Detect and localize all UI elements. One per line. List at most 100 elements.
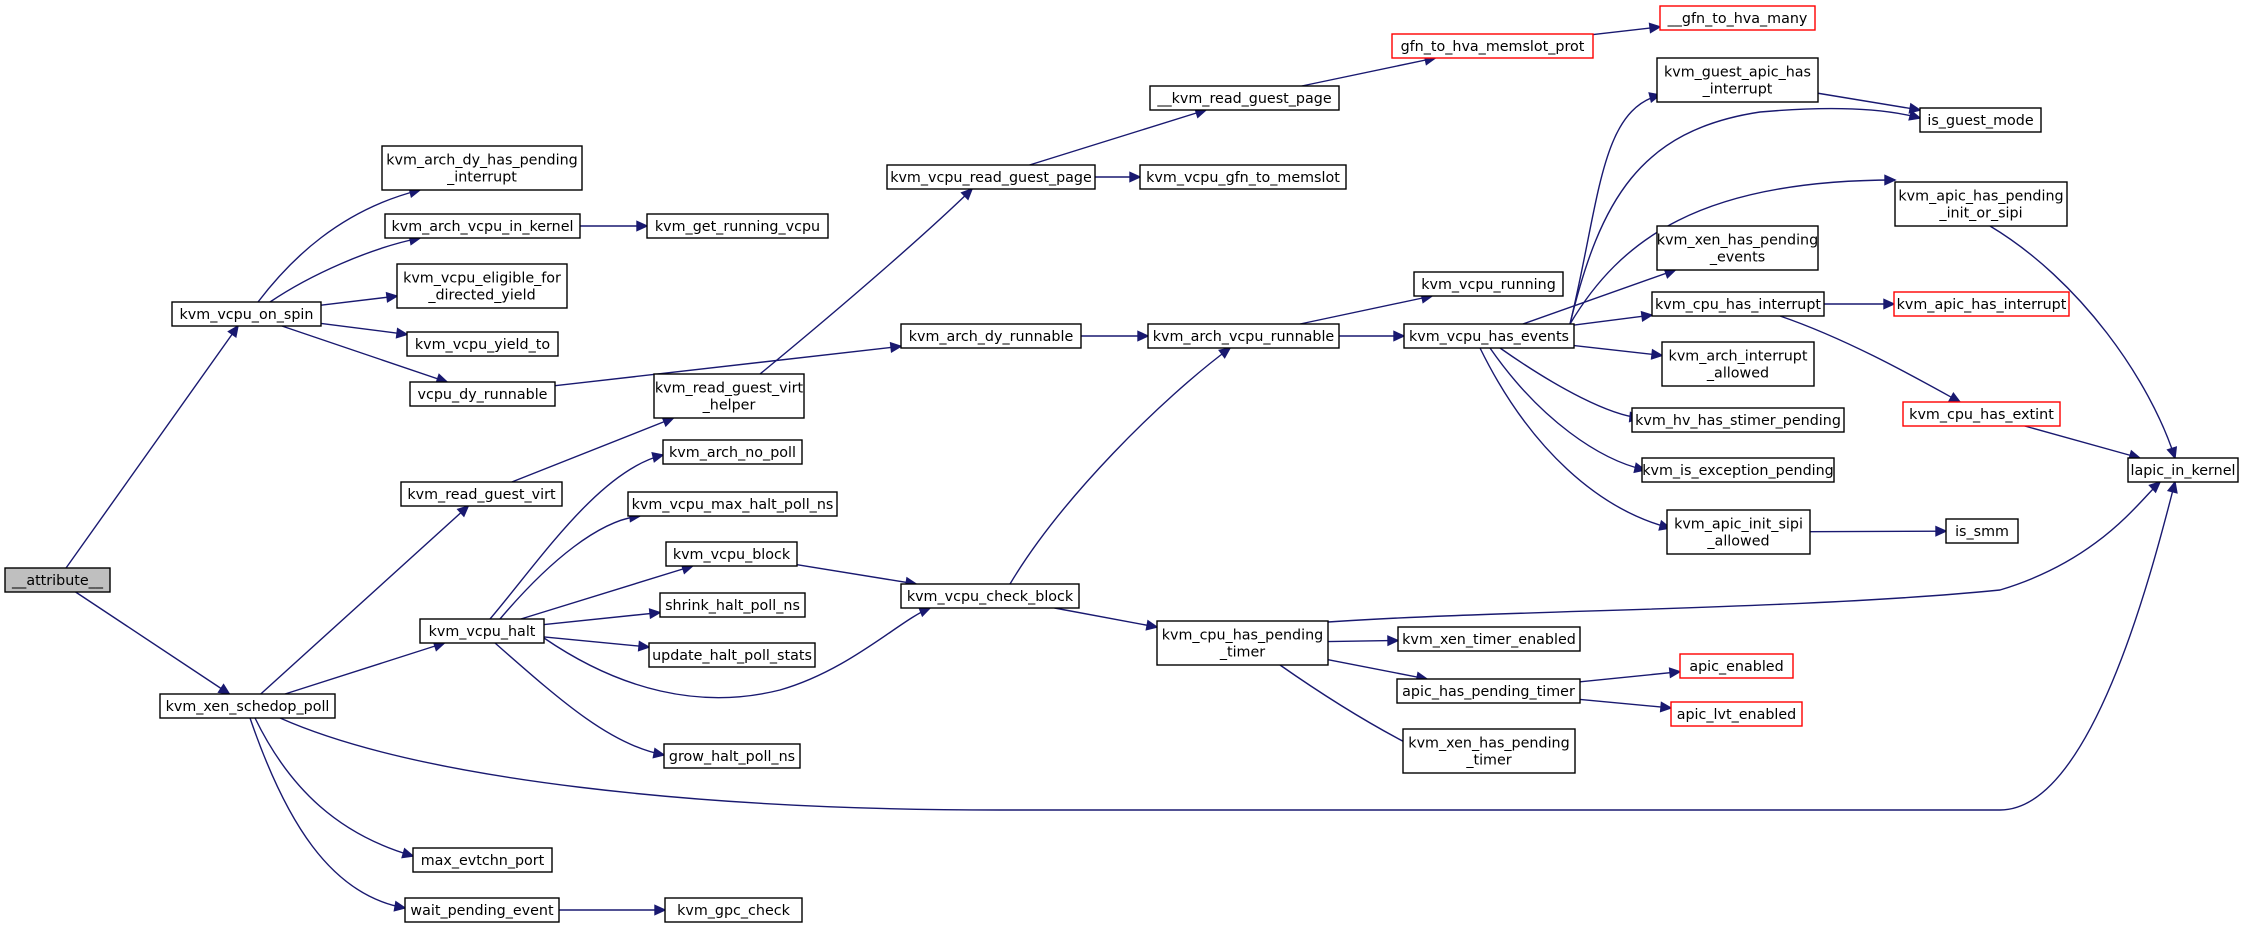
node-kvm-read-guest-virt-helper[interactable]: kvm_read_guest_virt_helper bbox=[653, 373, 805, 419]
node-kvm-guest-apic-has-interrupt[interactable]: kvm_guest_apic_has_interrupt bbox=[1656, 57, 1819, 103]
edge-line bbox=[1327, 481, 2161, 623]
node-kvm-read-guest-page[interactable]: __kvm_read_guest_page bbox=[1149, 85, 1340, 111]
arrowhead bbox=[1908, 102, 1922, 114]
node-kvm-apic-has-interrupt[interactable]: kvm_apic_has_interrupt bbox=[1893, 291, 2070, 317]
node-kvm-vcpu-gfn-to-memslot[interactable]: kvm_vcpu_gfn_to_memslot bbox=[1139, 164, 1347, 190]
node-kvm-vcpu-eligible-for-directed-yield[interactable]: kvm_vcpu_eligible_for_directed_yield bbox=[396, 263, 568, 309]
node-kvm-gpc-check[interactable]: kvm_gpc_check bbox=[664, 897, 803, 923]
node-box bbox=[1679, 653, 1794, 679]
node-kvm-apic-has-pending-init-or-sipi[interactable]: kvm_apic_has_pending_init_or_sipi bbox=[1894, 181, 2068, 227]
node-kvm-vcpu-check-block[interactable]: kvm_vcpu_check_block bbox=[900, 583, 1080, 609]
node-kvm-vcpu-read-guest-page[interactable]: kvm_vcpu_read_guest_page bbox=[886, 164, 1096, 190]
node-kvm-vcpu-halt[interactable]: kvm_vcpu_halt bbox=[419, 618, 545, 644]
node-kvm-hv-has-stimer-pending[interactable]: kvm_hv_has_stimer_pending bbox=[1631, 407, 1845, 433]
node-box bbox=[1391, 33, 1594, 59]
node-box bbox=[886, 164, 1096, 190]
edge-line bbox=[489, 454, 664, 620]
edge-line bbox=[75, 591, 230, 695]
node-kvm-vcpu-block[interactable]: kvm_vcpu_block bbox=[665, 541, 798, 567]
node-apic-enabled[interactable]: apic_enabled bbox=[1679, 653, 1794, 679]
node-attribute--[interactable]: __attribute__ bbox=[4, 567, 111, 593]
node-layer: __attribute__ kvm_vcpu_on_spin kvm_arch_dy… bbox=[4, 5, 2239, 923]
edge-n_has_events-to-n_init_sipi bbox=[1479, 347, 1672, 531]
node-label: _interrupt bbox=[1702, 82, 1773, 98]
node-kvm-get-running-vcpu[interactable]: kvm_get_running_vcpu bbox=[646, 213, 829, 239]
node-kvm-arch-dy-runnable[interactable]: kvm_arch_dy_runnable bbox=[900, 323, 1082, 349]
node-label: kvm_cpu_has_extint bbox=[1909, 407, 2054, 423]
edge-n_cpu_pending_timer-to-n_apic_pending_timer bbox=[1327, 658, 1429, 683]
node-box bbox=[1670, 701, 1803, 727]
edge-line bbox=[1779, 315, 1961, 403]
edge-line bbox=[1573, 344, 1663, 357]
node-kvm-vcpu-running[interactable]: kvm_vcpu_running bbox=[1413, 271, 1564, 297]
node-box bbox=[1919, 107, 2042, 133]
node-is-smm[interactable]: is_smm bbox=[1945, 518, 2019, 544]
edge-root-to-n_schedop bbox=[75, 591, 231, 695]
node-max-evtchn-port[interactable]: max_evtchn_port bbox=[412, 847, 553, 873]
node-kvm-xen-has-pending-timer[interactable]: kvm_xen_has_pending_timer bbox=[1402, 728, 1576, 774]
node-label: kvm_get_running_vcpu bbox=[655, 219, 820, 235]
node-gfn-to-hva-many[interactable]: __gfn_to_hva_many bbox=[1659, 5, 1816, 31]
edge-n_read_virt-to-n_read_virt_h bbox=[511, 416, 676, 483]
node-label: kvm_arch_vcpu_runnable bbox=[1153, 329, 1335, 345]
node-wait-pending-event[interactable]: wait_pending_event bbox=[404, 897, 560, 923]
node-box bbox=[646, 213, 829, 239]
edge-line bbox=[543, 636, 650, 648]
arrowhead bbox=[1935, 525, 1948, 537]
node-is-guest-mode[interactable]: is_guest_mode bbox=[1919, 107, 2042, 133]
node-kvm-apic-init-sipi-allowed[interactable]: kvm_apic_init_sipi_allowed bbox=[1666, 509, 1811, 555]
edge-n_apic_pending_timer-to-n_apic_enabled bbox=[1579, 667, 1682, 683]
node-label: kvm_xen_schedop_poll bbox=[166, 699, 330, 715]
node-kvm-arch-no-poll[interactable]: kvm_arch_no_poll bbox=[662, 439, 803, 465]
edge-line bbox=[1573, 314, 1653, 326]
edge-n_spin-to-n_yield_to bbox=[320, 322, 409, 339]
node-box bbox=[2127, 457, 2239, 483]
node-label: kvm_arch_dy_has_pending bbox=[386, 153, 577, 169]
node-lapic-in-kernel[interactable]: lapic_in_kernel bbox=[2127, 457, 2239, 483]
edge-line bbox=[543, 607, 931, 699]
node-grow-halt-poll-ns[interactable]: grow_halt_poll_ns bbox=[663, 743, 801, 769]
node-kvm-vcpu-on-spin[interactable]: kvm_vcpu_on_spin bbox=[171, 301, 322, 327]
node-kvm-arch-vcpu-in-kernel[interactable]: kvm_arch_vcpu_in_kernel bbox=[384, 213, 581, 239]
node-kvm-read-guest-virt[interactable]: kvm_read_guest_virt bbox=[400, 481, 563, 507]
node-box bbox=[1902, 401, 2061, 427]
node-kvm-vcpu-has-events[interactable]: kvm_vcpu_has_events bbox=[1403, 323, 1575, 349]
node-kvm-xen-timer-enabled[interactable]: kvm_xen_timer_enabled bbox=[1397, 626, 1581, 652]
node-kvm-is-exception-pending[interactable]: kvm_is_exception_pending bbox=[1641, 457, 1835, 483]
node-box bbox=[400, 481, 563, 507]
edge-line bbox=[1569, 179, 1896, 325]
arrowhead bbox=[385, 291, 399, 303]
node-gfn-to-hva-memslot-prot[interactable]: gfn_to_hva_memslot_prot bbox=[1391, 33, 1594, 59]
node-shrink-halt-poll-ns[interactable]: shrink_halt_poll_ns bbox=[659, 592, 806, 618]
edge-line bbox=[1579, 698, 1672, 709]
node-kvm-cpu-has-pending-timer[interactable]: kvm_cpu_has_pending_timer bbox=[1156, 620, 1329, 666]
node-box bbox=[412, 847, 553, 873]
node-box bbox=[627, 491, 838, 517]
node-update-halt-poll-stats[interactable]: update_halt_poll_stats bbox=[648, 642, 816, 668]
node-box bbox=[396, 263, 568, 309]
node-kvm-vcpu-max-halt-poll-ns[interactable]: kvm_vcpu_max_halt_poll_ns bbox=[627, 491, 838, 517]
edge-line bbox=[1499, 347, 1641, 419]
node-apic-lvt-enabled[interactable]: apic_lvt_enabled bbox=[1670, 701, 1803, 727]
arrowhead bbox=[1387, 635, 1400, 647]
edge-line bbox=[1579, 670, 1681, 683]
node-label: kvm_vcpu_max_halt_poll_ns bbox=[632, 497, 834, 513]
node-kvm-xen-has-pending-events[interactable]: kvm_xen_has_pending_events bbox=[1656, 225, 1819, 271]
arrowhead bbox=[395, 327, 409, 339]
node-apic-has-pending-timer[interactable]: apic_has_pending_timer bbox=[1396, 678, 1581, 704]
node-kvm-cpu-has-extint[interactable]: kvm_cpu_has_extint bbox=[1902, 401, 2061, 427]
node-kvm-arch-dy-has-pending-interrupt[interactable]: kvm_arch_dy_has_pending_interrupt bbox=[381, 145, 583, 191]
node-kvm-arch-vcpu-runnable[interactable]: kvm_arch_vcpu_runnable bbox=[1147, 323, 1340, 349]
node-vcpu-dy-runnable[interactable]: vcpu_dy_runnable bbox=[409, 381, 556, 407]
node-label: kvm_vcpu_block bbox=[673, 547, 791, 563]
node-kvm-cpu-has-interrupt[interactable]: kvm_cpu_has_interrupt bbox=[1651, 291, 1825, 317]
node-label: _allowed bbox=[1706, 534, 1769, 550]
node-kvm-xen-schedop-poll[interactable]: kvm_xen_schedop_poll bbox=[159, 693, 336, 719]
node-label: _timer bbox=[1219, 645, 1265, 661]
node-box bbox=[384, 213, 581, 239]
node-box bbox=[1149, 85, 1340, 111]
node-kvm-vcpu-yield-to[interactable]: kvm_vcpu_yield_to bbox=[406, 331, 559, 357]
edge-line bbox=[1301, 57, 1436, 87]
edge-n_has_events-to-n_apic_pend_init bbox=[1569, 174, 1897, 325]
node-kvm-arch-interrupt-allowed[interactable]: kvm_arch_interrupt_allowed bbox=[1661, 341, 1815, 387]
